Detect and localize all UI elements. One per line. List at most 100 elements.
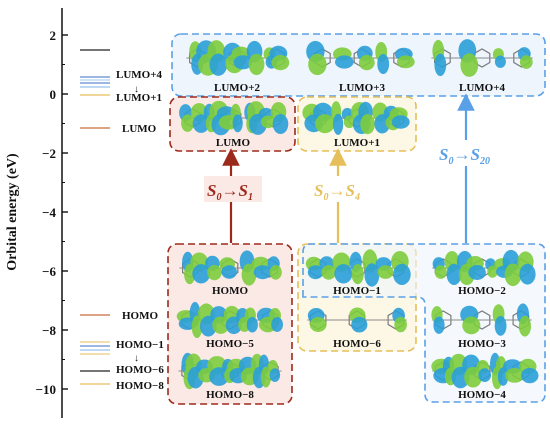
level-label-homo6: HOMO−6 bbox=[116, 364, 164, 376]
orbital-label-homo5: HOMO−5 bbox=[206, 338, 254, 350]
lobe-green bbox=[181, 114, 194, 132]
orbital-homo8-picture bbox=[178, 352, 282, 390]
lobe-green bbox=[260, 115, 276, 129]
lobe-blue bbox=[200, 315, 217, 337]
transition-label-s4: S0→S4 bbox=[314, 181, 360, 203]
level-label-lumo4: LUMO+4 bbox=[116, 69, 162, 81]
lobe-blue bbox=[246, 316, 258, 333]
lobe-blue bbox=[393, 263, 411, 285]
orbital-label-homo8: HOMO−8 bbox=[206, 389, 254, 401]
s1-label-bg bbox=[204, 176, 262, 202]
lobe-blue bbox=[364, 263, 380, 287]
orbital-label-homo1: HOMO−1 bbox=[333, 285, 381, 297]
lobe-blue bbox=[494, 55, 506, 68]
lobe-blue bbox=[253, 265, 272, 280]
lobe-green bbox=[358, 55, 375, 71]
orbital-homo4-picture bbox=[431, 352, 539, 390]
orbital-lumo1-picture bbox=[302, 101, 410, 135]
lobe-blue bbox=[209, 367, 229, 386]
orbital-lumo3-picture bbox=[306, 40, 415, 76]
lobe-blue bbox=[377, 54, 390, 74]
orbital-homo5-picture bbox=[176, 301, 283, 339]
orbital-label-lumo1: LUMO+1 bbox=[334, 137, 380, 149]
lobe-green bbox=[271, 55, 290, 71]
orbital-label-homo2: HOMO−2 bbox=[458, 285, 506, 297]
lobe-blue bbox=[391, 115, 410, 129]
level-label-lumo1: LUMO+1 bbox=[116, 92, 162, 104]
lobe-blue bbox=[271, 317, 283, 332]
orbital-label-homo: HOMO bbox=[212, 285, 248, 297]
lobe-green bbox=[207, 265, 222, 281]
y-tick-label: −2 bbox=[42, 146, 56, 161]
lobe-green bbox=[396, 55, 415, 69]
lobe-green bbox=[519, 55, 533, 69]
y-tick-label: 2 bbox=[50, 28, 57, 43]
lobe-green bbox=[360, 114, 375, 135]
y-axis-label: Orbital energy (eV) bbox=[5, 153, 20, 271]
orbital-lumo-picture bbox=[179, 100, 289, 136]
level-arrow-down-top: ↓ bbox=[134, 84, 139, 95]
lobe-blue bbox=[335, 55, 354, 69]
transition-label-s20: S0→S20 bbox=[439, 145, 490, 167]
lobe-green bbox=[462, 316, 481, 335]
lobe-blue bbox=[307, 265, 324, 280]
lobe-blue bbox=[192, 264, 211, 284]
lobe-blue bbox=[446, 263, 462, 285]
orbital-homo2-picture bbox=[432, 249, 536, 287]
lobe-blue bbox=[478, 368, 492, 382]
lobe-blue bbox=[468, 265, 486, 280]
lobe-blue bbox=[333, 113, 344, 135]
s4-label-bg bbox=[311, 176, 369, 202]
lobe-blue bbox=[433, 316, 445, 334]
lobe-blue bbox=[192, 114, 210, 133]
lobe-blue bbox=[519, 263, 536, 285]
y-tick-label: −8 bbox=[42, 323, 56, 338]
lobe-blue bbox=[221, 265, 237, 279]
lobe-green bbox=[460, 53, 479, 77]
lobe-blue bbox=[494, 316, 507, 336]
lobe-blue bbox=[351, 316, 368, 333]
orbital-labels: LUMO+2 LUMO+3 LUMO+4 LUMO LUMO+1 HOMO HO… bbox=[206, 82, 506, 401]
lobe-green bbox=[518, 315, 532, 337]
s20-label-bg bbox=[436, 140, 502, 166]
level-label-homo1: HOMO−1 bbox=[116, 339, 164, 351]
level-label-homo: HOMO bbox=[122, 310, 158, 322]
orbital-homo6-picture bbox=[307, 307, 407, 333]
orbital-label-homo6: HOMO−6 bbox=[333, 338, 381, 350]
lobe-green bbox=[212, 316, 230, 334]
orbital-homo1-picture bbox=[305, 249, 411, 287]
lobe-green bbox=[269, 265, 282, 280]
lobe-blue bbox=[209, 53, 228, 76]
lobe-green bbox=[505, 368, 524, 383]
lobe-blue bbox=[521, 367, 539, 384]
orbital-label-homo3: HOMO−3 bbox=[458, 338, 506, 350]
lobe-green bbox=[241, 263, 257, 286]
y-tick-label: −10 bbox=[36, 382, 56, 397]
transition-label-s1: S0→S1 bbox=[207, 181, 253, 203]
y-tick-label: −6 bbox=[42, 264, 56, 279]
lobe-green bbox=[343, 115, 355, 129]
level-arrow-down-bottom: ↓ bbox=[134, 353, 139, 364]
lobe-blue bbox=[434, 53, 447, 77]
lobe-green bbox=[377, 265, 394, 279]
lobe-blue bbox=[225, 316, 242, 335]
lobe-green bbox=[184, 264, 196, 285]
lobe-green bbox=[191, 315, 203, 339]
orbital-homo3-picture bbox=[431, 303, 532, 337]
orbital-label-lumo: LUMO bbox=[216, 137, 251, 149]
lobe-green bbox=[487, 265, 498, 278]
lobe-green bbox=[308, 53, 327, 76]
orbital-lumo4-picture bbox=[431, 39, 533, 77]
lobe-green bbox=[504, 263, 522, 287]
lobe-green bbox=[321, 265, 337, 280]
lobe-green bbox=[351, 264, 364, 285]
lobe-green bbox=[394, 316, 407, 333]
orbital-label-homo4: HOMO−4 bbox=[458, 389, 506, 401]
lobe-green bbox=[464, 366, 482, 388]
lobe-blue bbox=[497, 367, 509, 386]
orbital-homo-picture bbox=[179, 250, 282, 286]
lobe-blue bbox=[269, 368, 281, 382]
lobe-blue bbox=[232, 114, 243, 133]
orbital-label-lumo4: LUMO+4 bbox=[459, 82, 505, 94]
